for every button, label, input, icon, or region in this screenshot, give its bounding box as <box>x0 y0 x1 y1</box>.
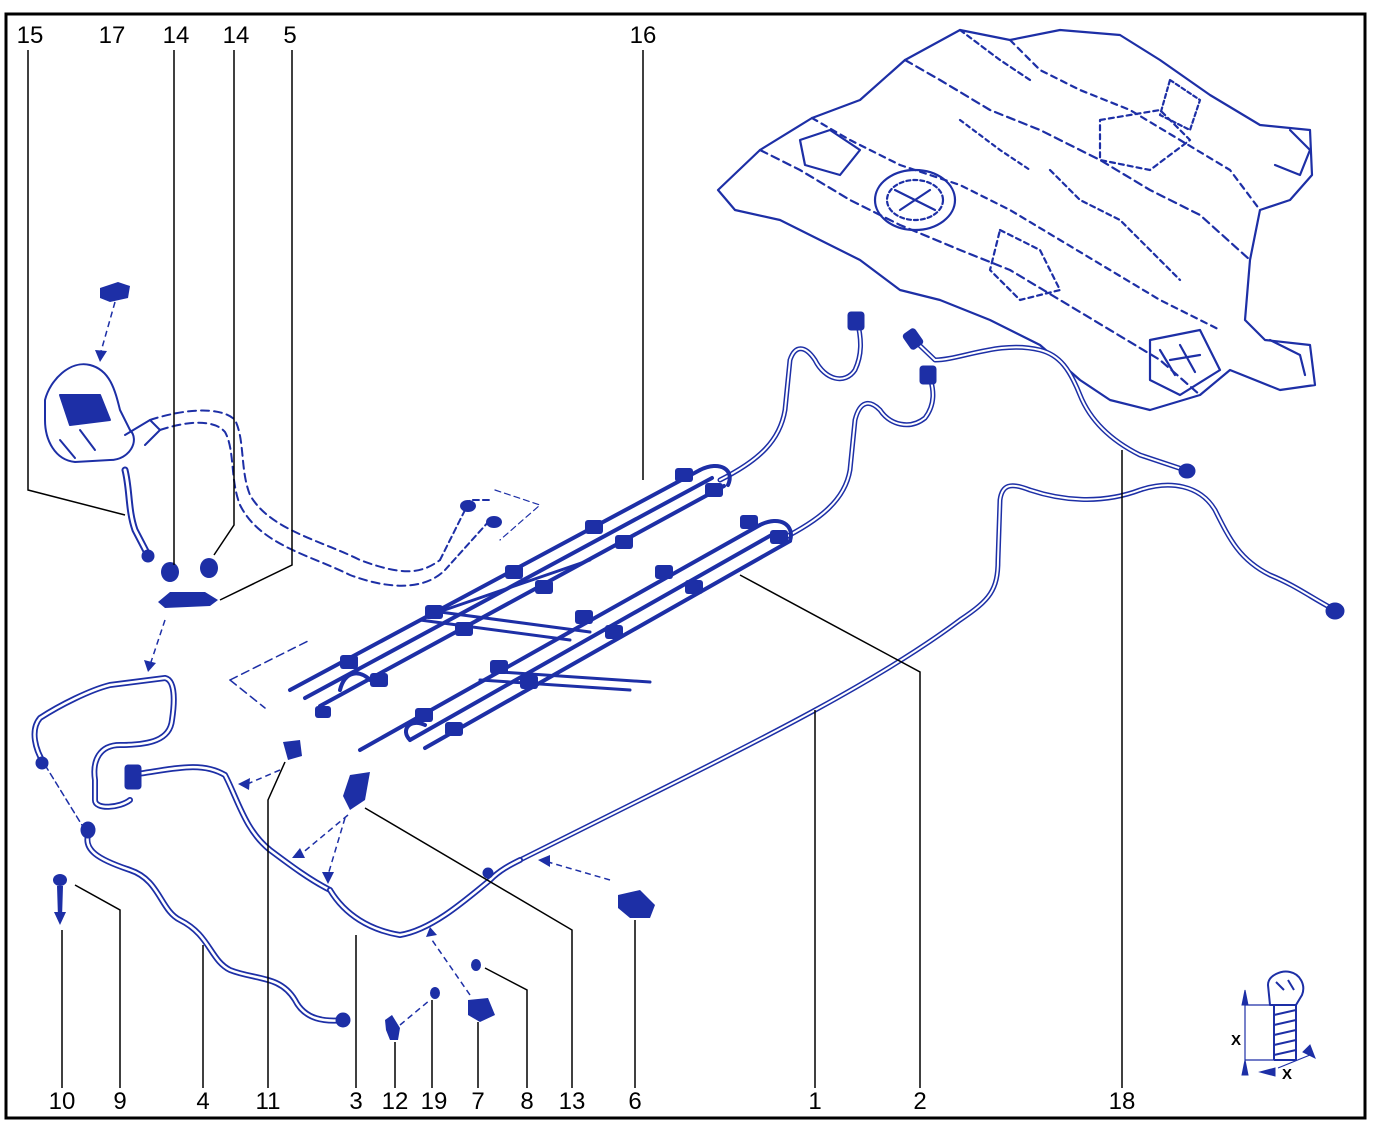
bolt-dimension-detail <box>1267 970 1305 1061</box>
pipe-4 <box>31 675 351 1028</box>
callout-3: 3 <box>349 1088 363 1115</box>
dimension-label-vertical: X <box>1230 1032 1242 1049</box>
fuel-tank <box>716 28 1317 412</box>
callout-13: 13 <box>558 1088 586 1115</box>
part-14-grommets <box>161 558 218 582</box>
callout-14-right: 14 <box>222 22 250 49</box>
part-17-clip <box>95 282 130 362</box>
callout-19: 19 <box>420 1088 448 1115</box>
pipe-bundle-lower <box>358 515 793 752</box>
callout-10: 10 <box>48 1088 76 1115</box>
part-13-connector <box>292 772 370 884</box>
leader-lines <box>27 50 1123 1088</box>
callout-5: 5 <box>283 22 297 49</box>
small-parts <box>385 959 495 1040</box>
part-15-hose <box>121 466 155 563</box>
callout-11: 11 <box>255 1088 281 1115</box>
callout-14-left: 14 <box>162 22 190 49</box>
part-11-grommet <box>238 740 302 790</box>
part-5-bracket <box>144 592 218 672</box>
callout-8: 8 <box>520 1088 534 1115</box>
callout-16: 16 <box>629 22 657 49</box>
part-10-screw <box>53 874 67 925</box>
dimension-marks <box>1241 989 1316 1077</box>
callout-2: 2 <box>913 1088 927 1115</box>
pipe-16-feed <box>717 311 937 543</box>
callout-15: 15 <box>16 22 44 49</box>
callout-12: 12 <box>381 1088 409 1115</box>
callout-17: 17 <box>98 22 126 49</box>
part-6-clip <box>538 855 655 918</box>
pipe-3 <box>327 857 523 938</box>
callout-7: 7 <box>471 1088 485 1115</box>
dimension-label-horizontal: X <box>1281 1066 1293 1083</box>
canister-assembly <box>44 363 541 587</box>
pipe-18 <box>902 328 1196 479</box>
callout-1: 1 <box>808 1088 822 1115</box>
pipe-bundle-upper <box>229 464 732 718</box>
callout-6: 6 <box>628 1088 642 1115</box>
callout-18: 18 <box>1108 1088 1136 1115</box>
callout-9: 9 <box>113 1088 127 1115</box>
border <box>4 12 1367 1120</box>
callout-4: 4 <box>196 1088 210 1115</box>
pipe-1 <box>517 482 1345 863</box>
